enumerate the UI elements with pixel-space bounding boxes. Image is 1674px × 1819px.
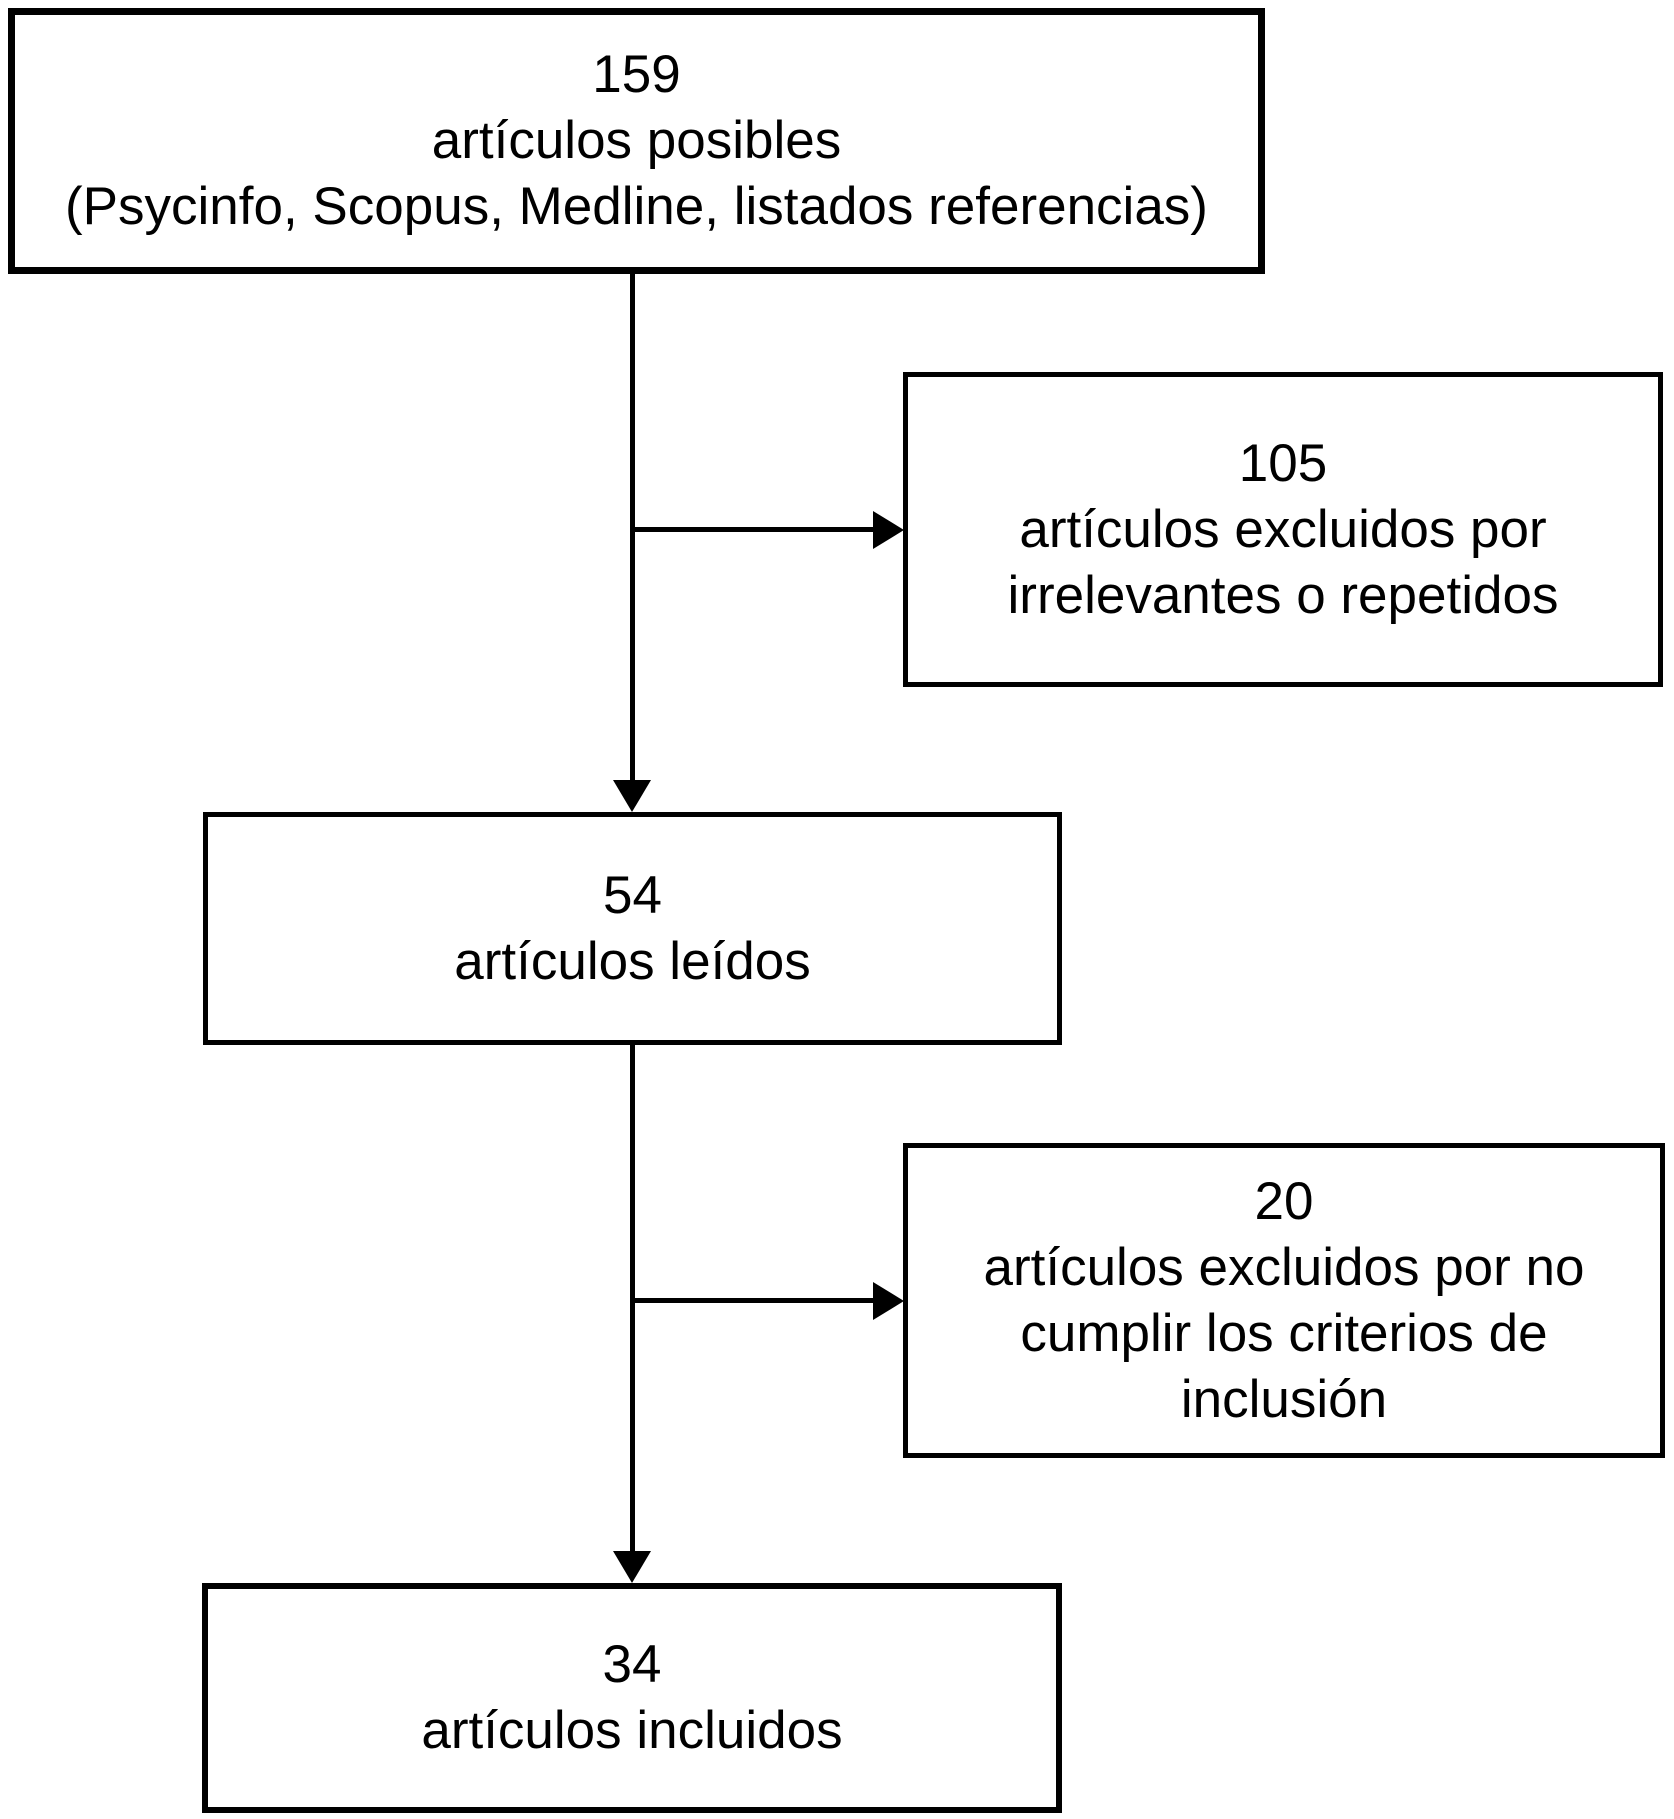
flow-box-identified: 159 artículos posibles (Psycinfo, Scopus… [8, 8, 1265, 274]
arrow-right-2-line [632, 1298, 875, 1303]
excluded-irrelevant-label-1: artículos excluidos por [1019, 499, 1547, 559]
identified-count: 159 [592, 45, 681, 104]
identified-sources: (Psycinfo, Scopus, Medline, listados ref… [65, 177, 1208, 236]
flow-box-included: 34 artículos incluidos [202, 1583, 1062, 1813]
excluded-criteria-label-2: cumplir los criterios de [1020, 1303, 1548, 1363]
flow-box-excluded-criteria: 20 artículos excluidos por no cumplir lo… [903, 1143, 1665, 1458]
arrowhead-down-2-icon [613, 1551, 651, 1583]
arrowhead-right-2-icon [873, 1282, 904, 1320]
read-count: 54 [603, 865, 662, 925]
arrowhead-down-1-icon [613, 780, 651, 812]
included-count: 34 [602, 1635, 662, 1694]
excluded-criteria-count: 20 [1254, 1171, 1314, 1231]
excluded-irrelevant-count: 105 [1238, 433, 1328, 493]
arrow-right-1-line [632, 527, 875, 532]
identified-label: artículos posibles [431, 111, 842, 170]
excluded-criteria-label-1: artículos excluidos por no [983, 1237, 1585, 1297]
included-label: artículos incluidos [421, 1701, 843, 1760]
flow-box-read: 54 artículos leídos [203, 812, 1062, 1045]
excluded-criteria-label-3: inclusión [1180, 1369, 1388, 1429]
read-label: artículos leídos [454, 931, 811, 991]
flow-box-excluded-irrelevant: 105 artículos excluidos por irrelevantes… [903, 372, 1663, 687]
arrowhead-right-1-icon [873, 511, 904, 549]
excluded-irrelevant-label-2: irrelevantes o repetidos [1007, 565, 1559, 625]
